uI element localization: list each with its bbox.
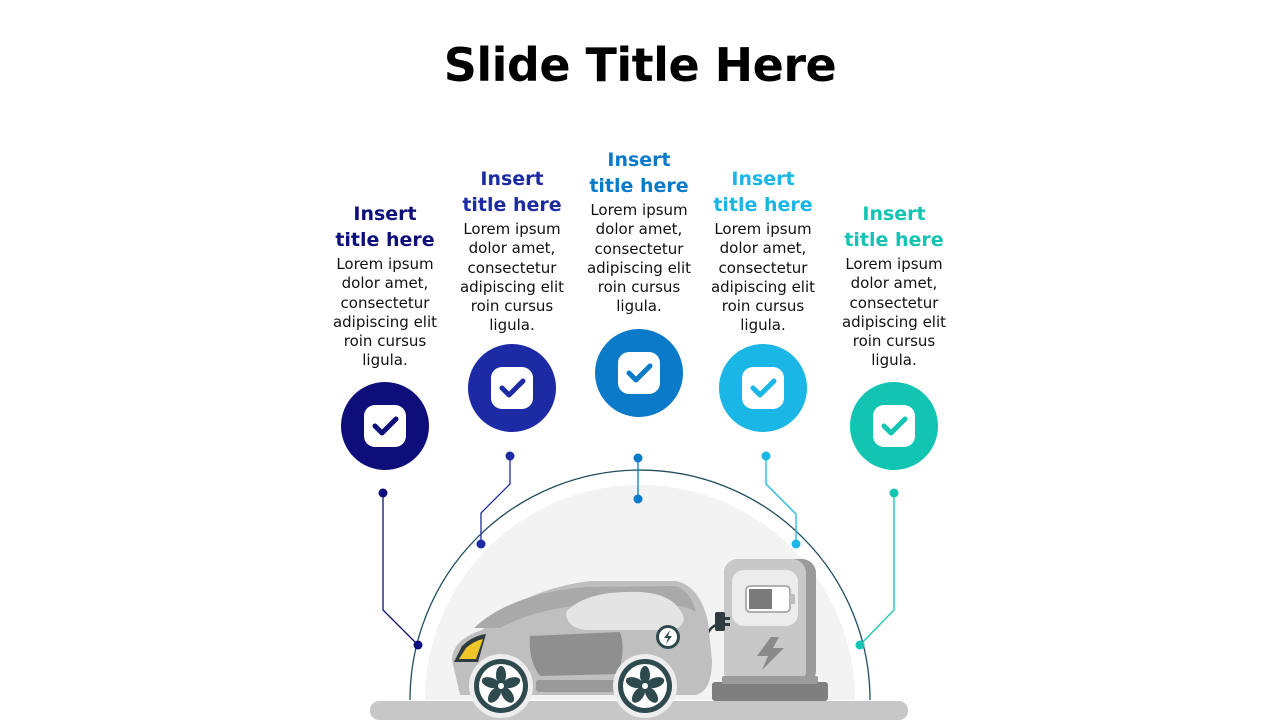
rear-wheel [613, 654, 677, 718]
lightning-icon [757, 637, 784, 670]
check-icon [750, 378, 777, 398]
item-title: Insert title here [713, 168, 813, 216]
battery-icon [745, 585, 795, 613]
circle-icon-5 [850, 382, 938, 470]
charge-port-icon [656, 625, 680, 649]
connector-2 [476, 451, 515, 549]
item-title: Insert title here [844, 203, 944, 251]
check-icon [372, 416, 399, 436]
front-wheel [469, 654, 533, 718]
connector-3 [633, 453, 643, 504]
dome-arc [409, 469, 871, 701]
circle-icon-4 [719, 344, 807, 432]
circle-icon-2 [468, 344, 556, 432]
connector-4 [761, 451, 801, 549]
item-title: Insert title here [335, 203, 435, 251]
circle-icon-3 [595, 329, 683, 417]
connector-5 [855, 488, 899, 650]
circle-icon-1 [341, 382, 429, 470]
check-icon [626, 363, 653, 383]
slide-title: Slide Title Here [443, 38, 837, 92]
item-title: Insert title here [589, 149, 689, 197]
check-icon [499, 378, 526, 398]
item-title: Insert title here [462, 168, 562, 216]
car-icon [452, 581, 712, 718]
charging-station-icon [712, 559, 828, 701]
connector-1 [378, 488, 423, 650]
check-icon [881, 416, 908, 436]
